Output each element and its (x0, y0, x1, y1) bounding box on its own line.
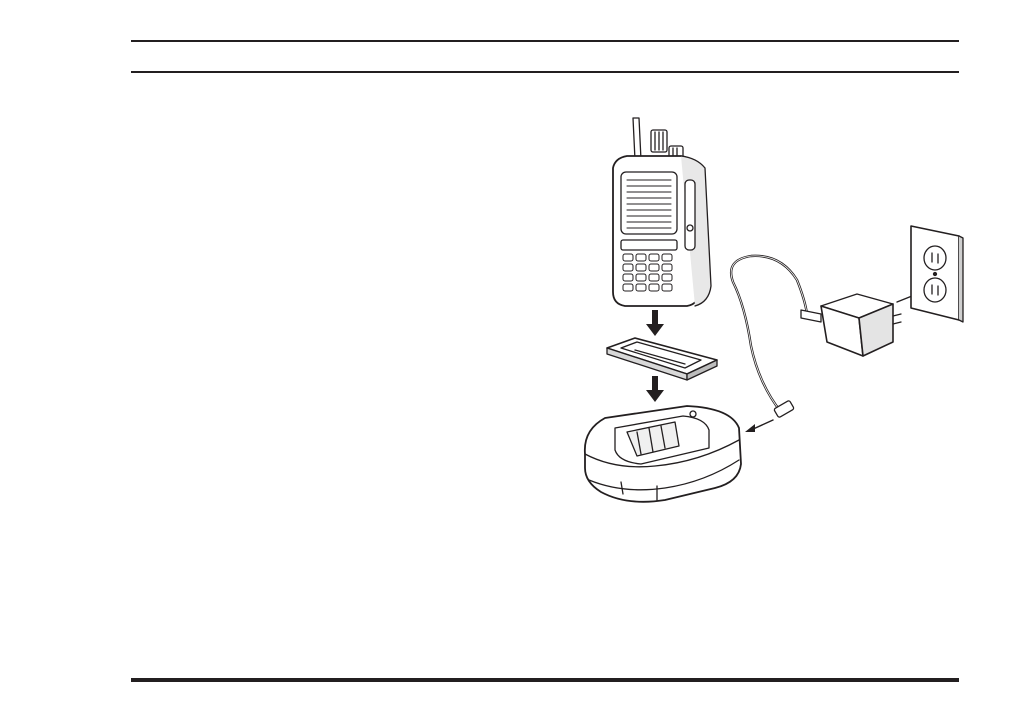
ac-adapter-illustration (801, 294, 901, 356)
left-arrow-icon (745, 420, 773, 432)
footer-rule (131, 678, 959, 682)
down-arrow-icon (646, 310, 664, 336)
battery-adapter-illustration (607, 338, 717, 380)
charging-illustration (575, 110, 965, 520)
header-rule-bottom (131, 71, 959, 73)
header-rule-top (131, 40, 959, 42)
charger-cradle-illustration (585, 406, 741, 502)
radio-illustration (613, 118, 711, 306)
wall-outlet-illustration (911, 226, 963, 322)
down-arrow-icon (646, 376, 664, 402)
charger-cable (731, 256, 807, 418)
